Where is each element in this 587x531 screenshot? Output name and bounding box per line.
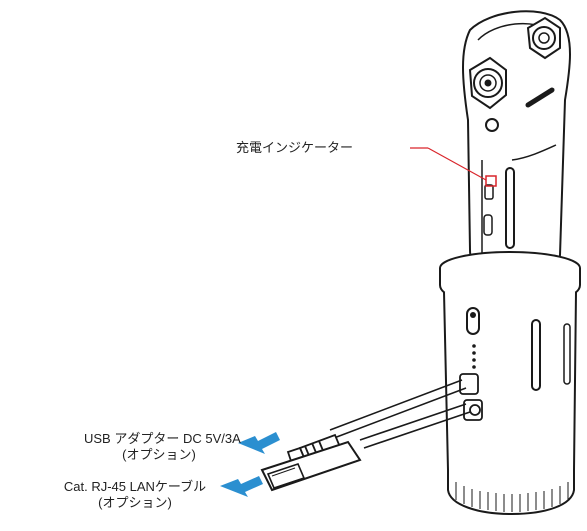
lens-front-icon <box>468 56 507 110</box>
usb-adapter-label-line1: USB アダプター DC 5V/3A <box>84 431 241 446</box>
lan-cable <box>359 403 471 449</box>
base-power-switch <box>466 307 480 335</box>
usb-port <box>484 184 494 200</box>
lens-back-icon <box>526 16 561 60</box>
side-slot <box>505 167 515 249</box>
base-led-dots <box>472 344 476 369</box>
lan-direction-arrow <box>220 476 263 497</box>
charge-indicator-callout-leader <box>427 147 487 181</box>
shutter-button <box>485 118 499 132</box>
charge-indicator-label: 充電インジケーター <box>236 140 354 155</box>
lan-connector <box>260 440 362 492</box>
usb-adapter-label: USB アダプター DC 5V/3A (オプション) <box>84 431 241 463</box>
charging-base <box>439 251 581 516</box>
vent-slot <box>525 87 555 108</box>
usb-cable <box>329 379 467 439</box>
usb-adapter-label-line2: (オプション) <box>122 447 196 462</box>
lan-cable-label-line1: Cat. RJ-45 LANケーブル <box>63 479 207 494</box>
usb-direction-arrow <box>238 432 280 454</box>
sd-slot <box>483 214 493 236</box>
base-grip-slot <box>531 319 541 391</box>
lan-cable-label: Cat. RJ-45 LANケーブル (オプション) <box>60 479 210 511</box>
charge-indicator-led <box>485 175 497 187</box>
lan-cable-label-line2: (オプション) <box>98 495 172 510</box>
base-knurl <box>455 482 569 512</box>
base-grip-slot-right <box>563 323 571 385</box>
